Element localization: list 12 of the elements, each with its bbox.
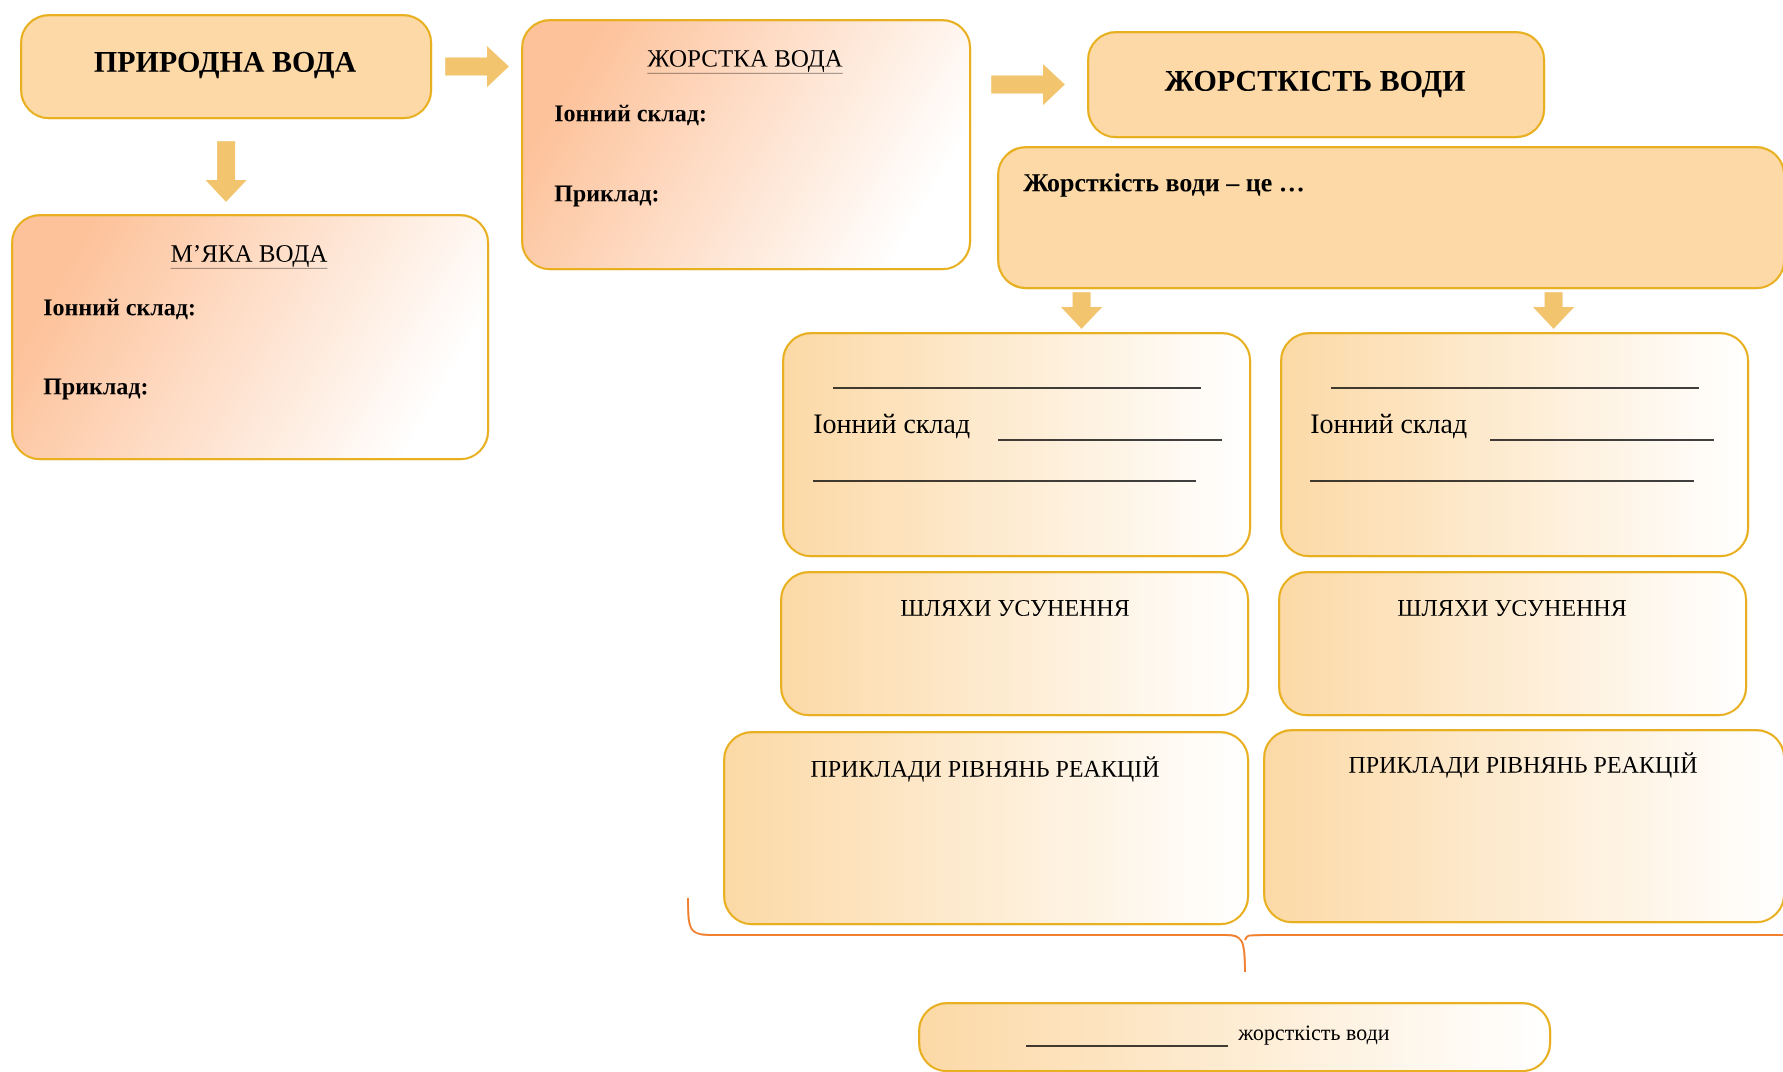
text-box: жорсткість води [918, 1002, 1552, 1072]
text-box: ЖОРСТКІСТЬ ВОДИ [1087, 31, 1546, 139]
text-box: ПРИКЛАДИ РІВНЯНЬ РЕАКЦІЙ [723, 731, 1250, 926]
text-box: ПРИКЛАДИ РІВНЯНЬ РЕАКЦІЙ [1263, 729, 1783, 924]
text-box: ШЛЯХИ УСУНЕННЯ [780, 571, 1250, 717]
text-box: Жорсткість води – це … [997, 146, 1783, 290]
text-box: Іонний склад [782, 332, 1252, 558]
text-box: ШЛЯХИ УСУНЕННЯ [1278, 571, 1748, 717]
text-box: ПРИРОДНА ВОДА [20, 14, 433, 120]
text-box: М’ЯКА ВОДА Іонний склад: Приклад: [11, 214, 490, 461]
text-box: ЖОРСТКА ВОДА Іонний склад: Приклад: [521, 19, 972, 271]
text-box: Іонний склад [1280, 332, 1750, 558]
